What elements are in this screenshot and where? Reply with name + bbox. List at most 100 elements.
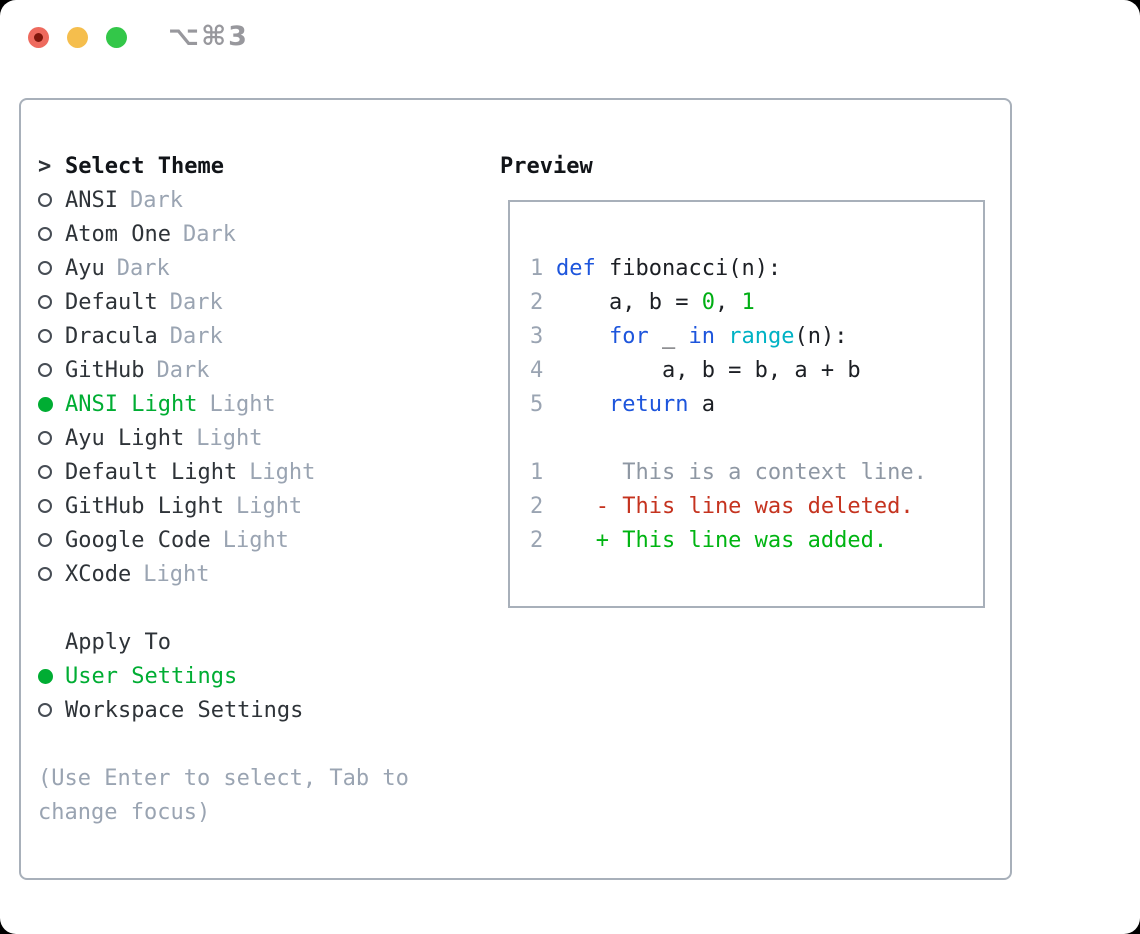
line-number: 4 [530, 357, 544, 383]
apply-to-header-row: Apply To [38, 625, 409, 659]
titlebar-traffic-lights [28, 27, 127, 48]
zoom-button[interactable] [106, 27, 127, 48]
radio-icon [38, 363, 52, 377]
theme-option[interactable]: GitHub Light Light [38, 489, 409, 523]
theme-option[interactable]: ANSI Dark [38, 183, 409, 217]
code-token: return [608, 391, 689, 417]
radio-marker [38, 668, 65, 684]
hint-text: (Use Enter to select, Tab to [38, 765, 409, 791]
radio-marker [38, 261, 65, 275]
code-content: - This line was deleted. [556, 494, 914, 519]
theme-variant-tag: Dark [129, 187, 183, 213]
theme-name: Google Code [65, 527, 211, 553]
code-token: for [608, 323, 649, 349]
radio-marker [38, 363, 65, 377]
line-number: 2 [530, 527, 544, 553]
apply-to-option[interactable]: Workspace Settings [38, 693, 409, 727]
line-number: 3 [530, 323, 544, 349]
radio-icon [38, 533, 52, 547]
code-token: a, b = [556, 289, 702, 315]
line-number: 1 [530, 255, 544, 281]
code-line: 2 - This line was deleted. [530, 489, 983, 523]
spacer [38, 727, 409, 761]
theme-variant-tag: Light [209, 391, 276, 417]
radio-icon [38, 567, 52, 581]
apply-to-label: User Settings [65, 663, 238, 689]
radio-icon [38, 465, 52, 479]
line-number: 2 [530, 289, 544, 315]
theme-option[interactable]: ANSI Light Light [38, 387, 409, 421]
preview-title: Preview [500, 153, 593, 179]
theme-name: Ayu Light [65, 425, 185, 451]
radio-icon [38, 329, 52, 343]
theme-variant-tag: Light [235, 493, 303, 519]
code-token [556, 392, 609, 417]
code-content: a, b = b, a + b [556, 358, 861, 383]
code-line: 4 a, b = b, a + b [530, 353, 983, 387]
radio-selected-icon [38, 396, 53, 412]
radio-marker [38, 431, 65, 445]
prompt-caret-icon: > [38, 153, 52, 179]
code-line: 3 for _ in range(n): [530, 319, 983, 353]
code-token [556, 324, 609, 349]
theme-option[interactable]: Atom One Dark [38, 217, 409, 251]
apply-to-option[interactable]: User Settings [38, 659, 409, 693]
theme-variant-tag: Light [196, 425, 263, 451]
radio-marker [38, 295, 65, 309]
select-theme-title: Select Theme [65, 153, 224, 179]
theme-option[interactable]: Ayu Light Light [38, 421, 409, 455]
code-token: range [728, 323, 795, 349]
theme-name: GitHub Light [65, 493, 224, 519]
code-token: 1 [741, 289, 755, 315]
radio-selected-icon [38, 668, 53, 684]
theme-variant-tag: Dark [182, 221, 236, 247]
code-content: This is a context line. [556, 460, 927, 485]
code-token: 0 [701, 289, 715, 315]
code-token: This is a context line. [556, 459, 927, 485]
theme-name: Atom One [65, 221, 171, 247]
code-line [530, 421, 983, 455]
code-token: + This line was added. [556, 527, 888, 553]
theme-name: ANSI Light [65, 391, 198, 417]
code-content: + This line was added. [556, 528, 887, 553]
code-token: , [714, 289, 742, 315]
radio-icon [38, 703, 52, 717]
theme-option[interactable]: Google Code Light [38, 523, 409, 557]
radio-icon [38, 295, 52, 309]
theme-variant-tag: Dark [169, 323, 223, 349]
code-token [715, 324, 728, 349]
code-line: 5 return a [530, 387, 983, 421]
theme-name: ANSI [65, 187, 118, 213]
radio-icon [38, 261, 52, 275]
radio-marker [38, 465, 65, 479]
radio-icon [38, 227, 52, 241]
close-button[interactable] [28, 27, 49, 48]
code-token: def [556, 255, 596, 281]
theme-variant-tag: Light [222, 527, 289, 553]
minimize-button[interactable] [67, 27, 88, 48]
code-token: a, b = b, a + b [556, 357, 861, 383]
theme-variant-tag: Light [249, 459, 316, 485]
spacer [38, 591, 409, 625]
line-number: 5 [530, 391, 544, 417]
radio-marker [38, 396, 65, 412]
radio-marker [38, 703, 65, 717]
code-line: 1 This is a context line. [530, 455, 983, 489]
select-theme-header-row: > Select Theme [38, 149, 409, 183]
unsaved-dot-icon [34, 33, 43, 42]
theme-variant-tag: Dark [169, 289, 223, 315]
theme-variant-tag: Dark [156, 357, 210, 383]
radio-marker [38, 193, 65, 207]
code-line: 2 a, b = 0, 1 [530, 285, 983, 319]
radio-marker [38, 499, 65, 513]
code-content: def fibonacci(n): [556, 256, 781, 281]
